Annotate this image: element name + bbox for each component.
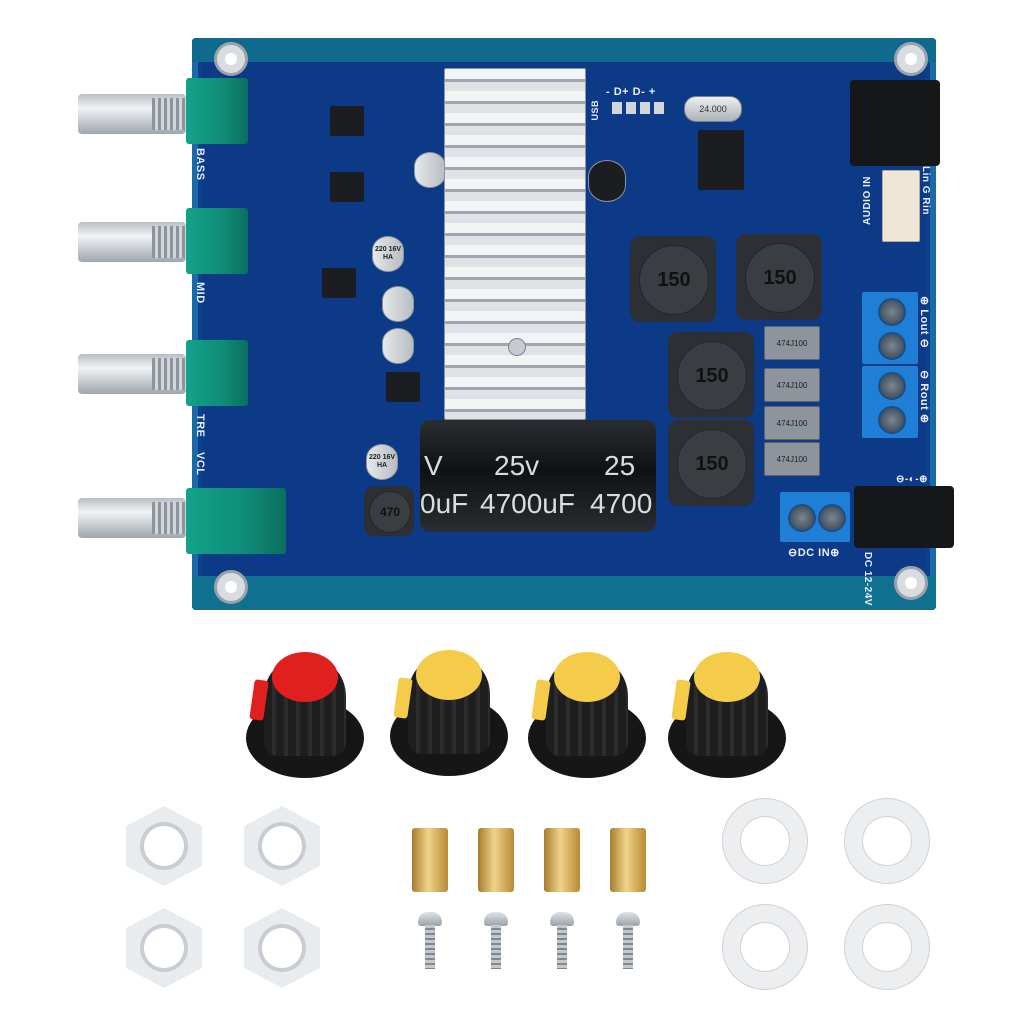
mount-hole-top-right (894, 42, 928, 76)
screw (550, 912, 574, 970)
mount-hole-bottom-left (214, 570, 248, 604)
inductor-2: 150 (736, 234, 822, 320)
right-out-label: ⊖ Rout ⊕ (918, 370, 930, 424)
hex-nut (244, 908, 320, 988)
film-cap-3: 474J100 (764, 406, 820, 440)
terminal-screw[interactable] (878, 332, 906, 360)
audio-in-connector[interactable] (882, 170, 920, 242)
knob-yellow-2[interactable] (528, 646, 646, 778)
terminal-screw[interactable] (878, 406, 906, 434)
mid-pot-body (186, 208, 248, 274)
knob-yellow-1[interactable] (390, 644, 508, 776)
treble-pot-body (186, 340, 248, 406)
film-cap-2: 474J100 (764, 368, 820, 402)
small-cap-1 (414, 152, 446, 188)
brass-standoff (610, 828, 646, 892)
bass-label: BASS (194, 148, 206, 181)
screw (484, 912, 508, 970)
film-cap-4: 474J100 (764, 442, 820, 476)
bluetooth-cap (588, 160, 626, 202)
usb-pads (612, 102, 666, 114)
volume-label: VCL (194, 452, 206, 476)
terminal-screw[interactable] (818, 504, 846, 532)
brass-standoff (478, 828, 514, 892)
volume-pot-shaft[interactable] (78, 498, 186, 538)
main-electrolytic-capacitor: V 25v 25 0uF 4700uF 4700 (420, 420, 656, 532)
terminal-screw[interactable] (788, 504, 816, 532)
knob-red[interactable] (246, 646, 364, 778)
right-speaker-terminal[interactable] (862, 366, 918, 438)
screw (418, 912, 442, 970)
dc-in-label: ⊖DC IN⊕ (788, 547, 840, 559)
mid-label: MID (194, 282, 206, 304)
terminal-screw[interactable] (878, 372, 906, 400)
usb-pin-labels: - D+ D- + (606, 86, 656, 98)
small-inductor: 470 (364, 486, 414, 536)
bass-pot-shaft[interactable] (78, 94, 186, 134)
washer (722, 798, 808, 884)
dc-polarity-symbol: ⊖-◐-⊕ (896, 474, 928, 485)
crystal-oscillator: 24.000 (684, 96, 742, 122)
screw (616, 912, 640, 970)
op-amp-chip-1 (330, 106, 364, 136)
knob-yellow-3[interactable] (668, 646, 786, 778)
hex-nut (244, 806, 320, 886)
dc-in-terminal[interactable] (780, 492, 850, 542)
volume-pot-body (186, 488, 286, 554)
treble-pot-shaft[interactable] (78, 354, 186, 394)
left-out-label: ⊕ Lout ⊖ (918, 296, 930, 349)
electrolytic-cap-2: 220 16V HA (366, 444, 398, 480)
audio-in-label: AUDIO IN (862, 176, 873, 225)
brass-standoff (412, 828, 448, 892)
small-cap-2 (382, 286, 414, 322)
usb-label: USB (590, 100, 600, 121)
mount-hole-top-left (214, 42, 248, 76)
terminal-screw[interactable] (878, 298, 906, 326)
audio-in-pin-labels: Lin G Rin (920, 166, 931, 215)
inductor-1: 150 (630, 236, 716, 322)
inductor-3: 150 (668, 332, 754, 418)
treble-label: TRE (194, 414, 206, 438)
washer (844, 798, 930, 884)
hex-nut (126, 806, 202, 886)
dc-barrel-jack[interactable] (854, 486, 954, 548)
hex-nut (126, 908, 202, 988)
bluetooth-chip (698, 130, 744, 190)
inductor-4: 150 (668, 420, 754, 506)
mid-pot-shaft[interactable] (78, 222, 186, 262)
bass-pot-body (186, 78, 248, 144)
op-amp-chip-4 (386, 372, 420, 402)
small-cap-3 (382, 328, 414, 364)
op-amp-chip-2 (330, 172, 364, 202)
heatsink (444, 68, 586, 420)
brass-standoff (544, 828, 580, 892)
film-cap-1: 474J100 (764, 326, 820, 360)
audio-3.5mm-jack[interactable] (850, 80, 940, 166)
mount-hole-bottom-right (894, 566, 928, 600)
washer (844, 904, 930, 990)
dc-voltage-label: DC 12-24V (862, 552, 873, 606)
left-speaker-terminal[interactable] (862, 292, 918, 364)
op-amp-chip-3 (322, 268, 356, 298)
heatsink-screw (508, 338, 526, 356)
washer (722, 904, 808, 990)
electrolytic-cap-1: 220 16V HA (372, 236, 404, 272)
